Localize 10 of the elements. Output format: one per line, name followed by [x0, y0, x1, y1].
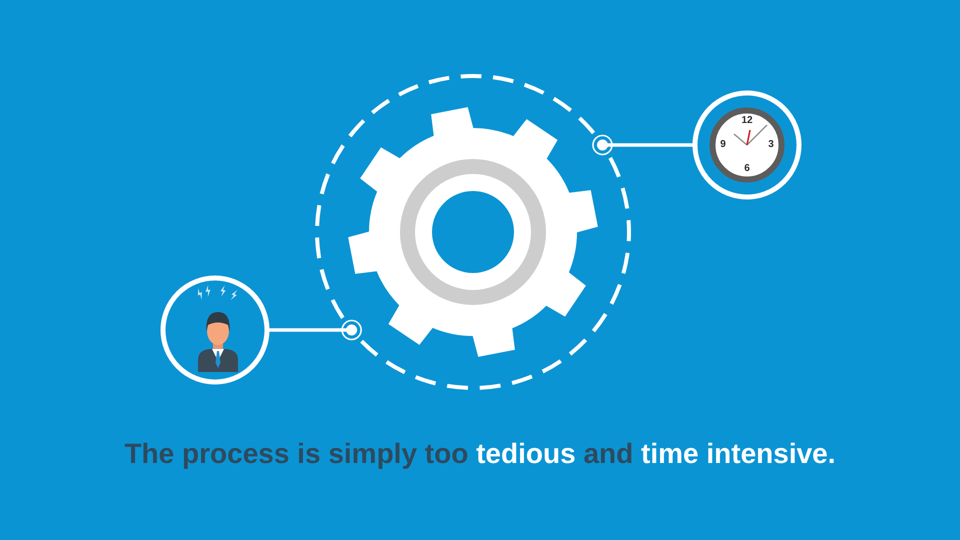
ring-outline: [690, 88, 804, 202]
dashed-ring: [313, 72, 633, 392]
clock-number: 6: [744, 164, 750, 174]
clock-number: 3: [768, 140, 774, 150]
connector-line: [267, 320, 362, 340]
clock-number: 9: [720, 140, 726, 150]
clock-number: 12: [741, 116, 753, 126]
connector-line: [592, 134, 695, 156]
caption-text: The process is simply too tedious and time intensive.: [124, 438, 836, 469]
ring-outline: [158, 273, 272, 387]
